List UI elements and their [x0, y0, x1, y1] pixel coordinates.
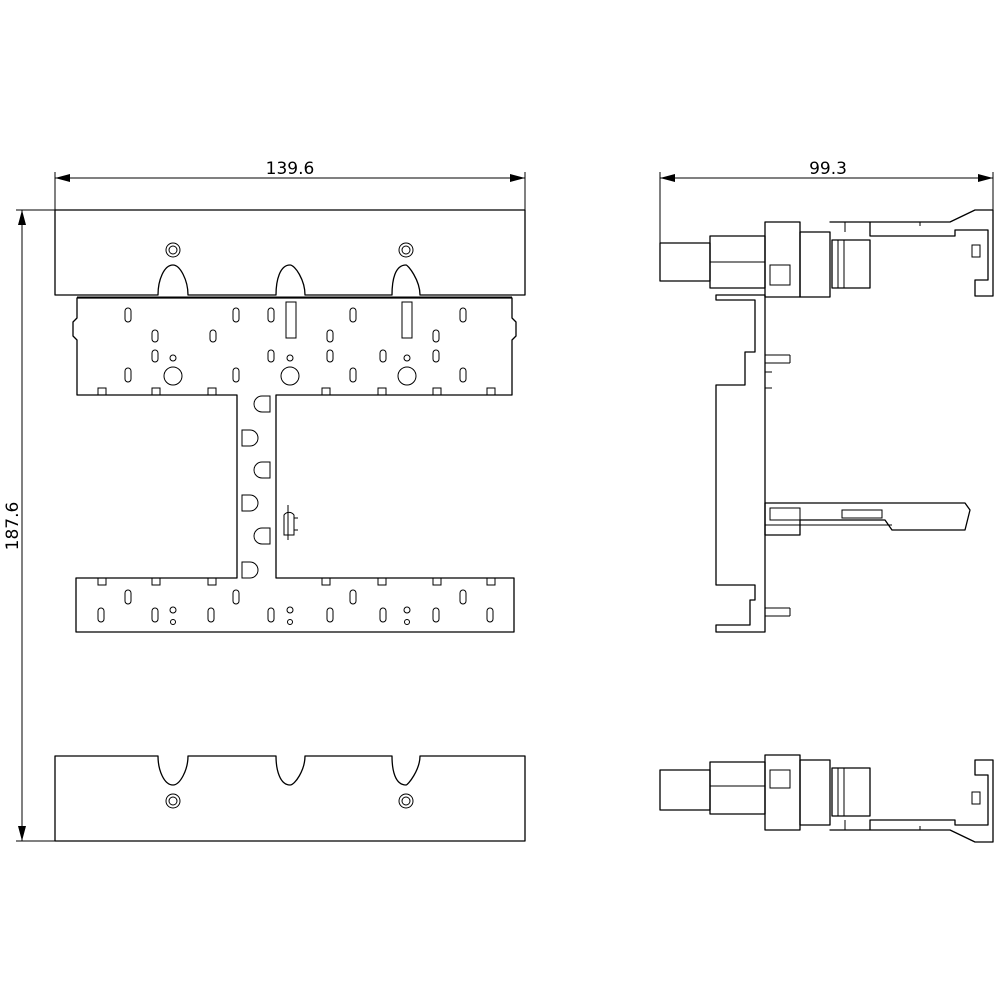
front-view: 139.6 187.6	[3, 159, 526, 842]
height-label: 187.6	[3, 502, 23, 551]
mounting-plate	[72, 296, 517, 633]
stem-notches	[241, 395, 298, 579]
body-column	[715, 294, 791, 633]
lower-plate-slots	[97, 577, 496, 625]
upper-plate-slots	[97, 301, 496, 396]
side-view: 99.3	[659, 159, 994, 843]
side-width-label: 99.3	[809, 159, 847, 179]
dimension-height: 187.6	[3, 209, 55, 842]
dimension-side-width: 99.3	[659, 159, 994, 245]
middle-arm	[764, 502, 971, 536]
upper-clamp	[659, 209, 994, 298]
bottom-cover	[54, 755, 526, 842]
lower-clamp	[659, 754, 994, 843]
front-width-label: 139.6	[266, 159, 315, 179]
dimension-front-width: 139.6	[54, 159, 526, 210]
top-cover	[54, 209, 526, 296]
